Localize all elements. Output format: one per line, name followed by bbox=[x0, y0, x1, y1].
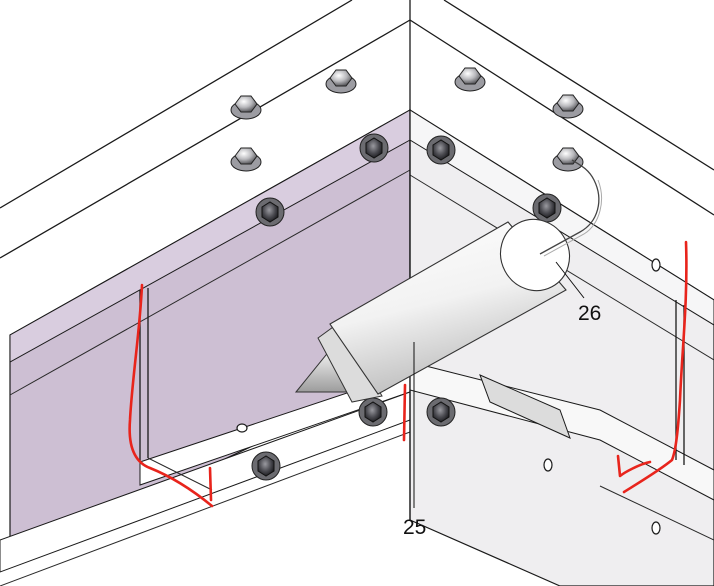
nut-icon bbox=[255, 197, 285, 227]
sealant-marks bbox=[128, 240, 688, 508]
bolt-icon bbox=[454, 67, 486, 92]
nut-icon bbox=[426, 135, 456, 165]
nut-icon bbox=[532, 193, 562, 223]
callout-25: 25 bbox=[403, 516, 426, 539]
bolt-icon bbox=[552, 94, 584, 119]
bolt-icon bbox=[325, 69, 357, 94]
left-panel bbox=[0, 108, 411, 586]
nut-icon bbox=[426, 397, 456, 427]
sealant-line-center bbox=[402, 383, 407, 442]
sealant-tick-left bbox=[208, 466, 213, 502]
nut-icon bbox=[359, 133, 389, 163]
leader-26 bbox=[555, 261, 585, 299]
bolt-icon bbox=[230, 147, 262, 172]
nut-icon bbox=[251, 451, 281, 481]
bolt-icon bbox=[230, 95, 262, 120]
bolt-row-top bbox=[230, 67, 584, 172]
nozzle-wire bbox=[539, 159, 600, 255]
nut-icon bbox=[358, 397, 388, 427]
sealant-tube bbox=[294, 218, 571, 403]
sealant-line-right bbox=[622, 240, 688, 494]
bolt-icon bbox=[552, 147, 584, 172]
sealant-line-left bbox=[128, 283, 214, 508]
callout-26: 26 bbox=[578, 302, 601, 325]
nut-group bbox=[251, 133, 562, 481]
sealant-tick-right bbox=[616, 454, 652, 478]
